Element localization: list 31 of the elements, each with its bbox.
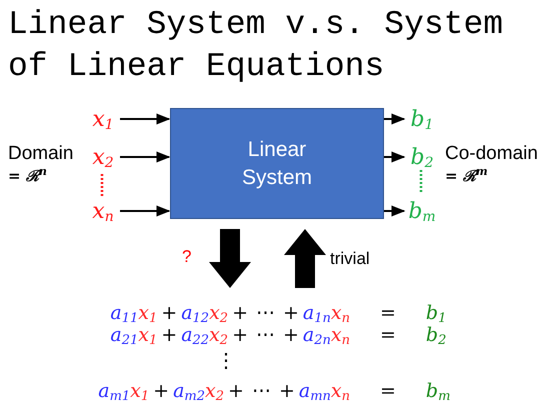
arrow <box>384 151 406 163</box>
edge-label: ? <box>182 246 192 268</box>
variable-label: x$_{2}$ <box>86 144 120 170</box>
equation-right-side: b$_{1}$ <box>426 302 446 324</box>
equals-sign: = <box>380 380 396 402</box>
edge-label: trivial <box>330 248 370 270</box>
variable-label: x$_{n}$ <box>86 198 120 224</box>
equation-left-side: a$_{21}$x$_{1}$ + a$_{22}$x$_{2}$ + ⋯ + a$_{2n}$x$_{n}$ <box>110 324 350 346</box>
equation-right-side: b$_{2}$ <box>426 324 446 346</box>
equation-left-side: a$_{11}$x$_{1}$ + a$_{12}$x$_{2}$ + ⋯ + a$_{1n}$x$_{n}$ <box>110 302 350 324</box>
block-arrow <box>209 229 251 288</box>
equals-sign: = <box>380 302 396 324</box>
variable-label: b$_{2}$ <box>405 144 439 170</box>
arrow <box>384 113 406 125</box>
equation-left-side: a$_{m1}$x$_{1}$ + a$_{m2}$x$_{2}$ + ⋯ + a$_{mn}$x$_{n}$ <box>98 380 350 402</box>
variable-label: b$_{m}$ <box>405 198 439 224</box>
equation-right-side: b$_{m}$ <box>426 380 450 402</box>
variable-label: b$_{1}$ <box>405 106 439 132</box>
arrow <box>384 205 406 217</box>
variable-label: x$_{1}$ <box>86 106 120 132</box>
vertical-ellipsis: ⋮ <box>216 348 236 372</box>
title: Linear System v.s. System of Linear Equations <box>8 5 504 87</box>
equals-sign: = <box>380 324 396 346</box>
set-label: Co-domain <box>445 142 538 166</box>
process-box <box>170 108 384 219</box>
block-arrow <box>284 229 326 288</box>
arrow <box>120 205 170 217</box>
arrow <box>120 113 170 125</box>
arrow <box>120 151 170 163</box>
set-label: Domain <box>8 142 74 166</box>
box-label: Linear System <box>240 136 313 190</box>
